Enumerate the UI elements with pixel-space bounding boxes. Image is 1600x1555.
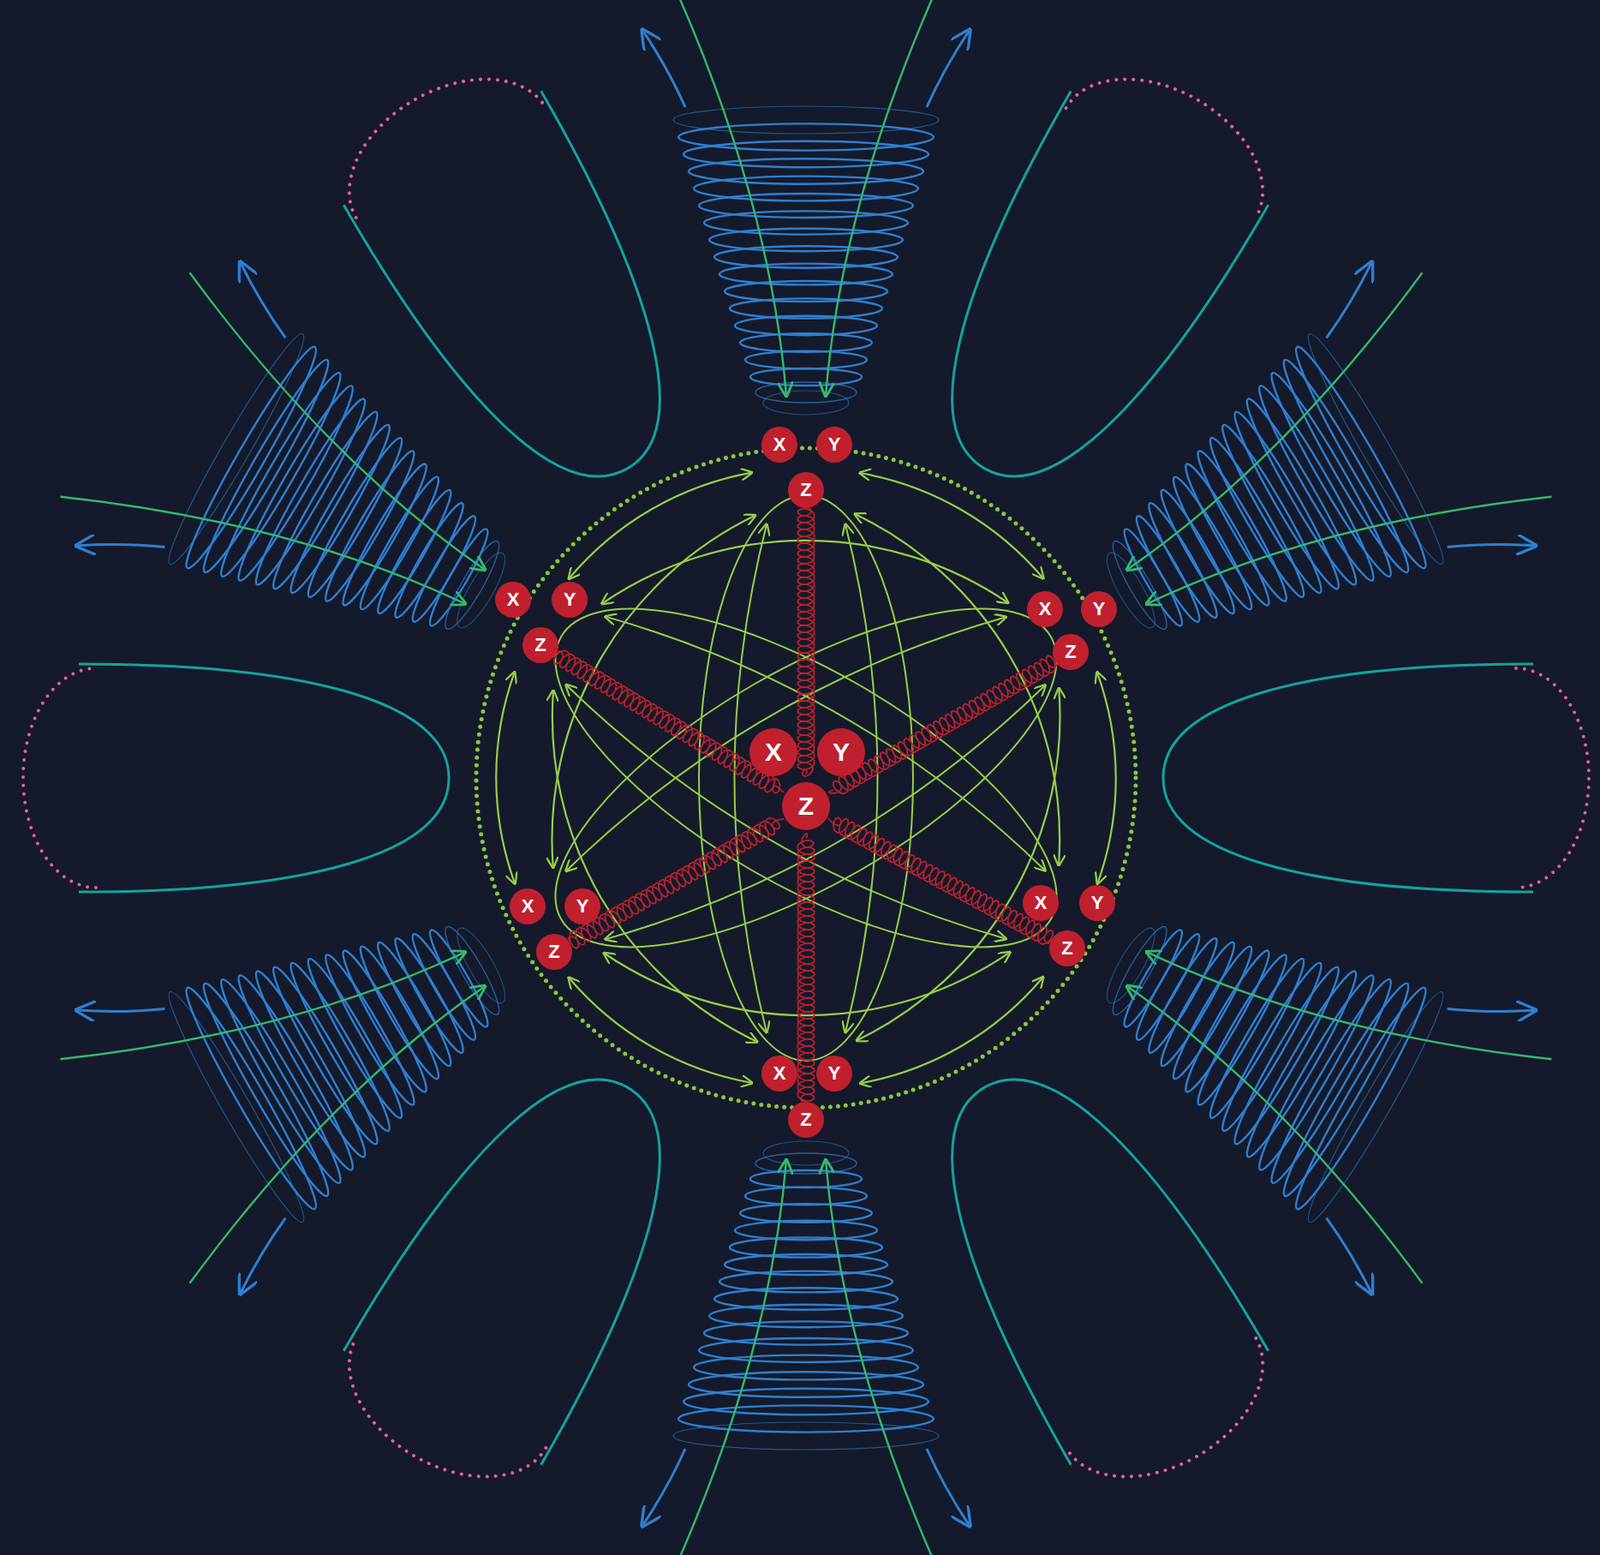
particle-label: X xyxy=(764,739,783,765)
particle-circle: Z xyxy=(1051,632,1090,671)
field-loop xyxy=(1163,663,1589,892)
particle-fill xyxy=(1080,591,1117,627)
meridian xyxy=(507,543,1105,1013)
particle-fill xyxy=(782,782,830,830)
particle-label: Z xyxy=(534,635,546,655)
spring-coil xyxy=(554,650,784,793)
particle-circle: X xyxy=(748,727,799,777)
particle-fill xyxy=(564,888,601,925)
spring-coil xyxy=(567,817,784,949)
particle-fill xyxy=(509,888,546,925)
particle-circle: Y xyxy=(816,727,866,777)
particle-fill xyxy=(1049,930,1086,967)
particle-fill xyxy=(816,1055,853,1092)
field-loop xyxy=(885,42,1296,526)
particle-label: Y xyxy=(832,739,850,765)
particle-label: Z xyxy=(1064,642,1076,662)
field-loop xyxy=(316,1030,727,1513)
particle-circle: X xyxy=(494,580,532,619)
particle-label: X xyxy=(773,435,787,454)
spring-coil xyxy=(798,833,815,1101)
particle-fill xyxy=(522,626,559,663)
field-loop xyxy=(885,1030,1296,1513)
spring-connector xyxy=(567,817,784,949)
ring-arrows xyxy=(754,667,1197,1041)
particle-circle: X xyxy=(760,1054,799,1093)
particle-label: X xyxy=(1034,893,1048,913)
particle-label: Y xyxy=(828,435,842,454)
particle-fill xyxy=(495,581,532,618)
spring-connector xyxy=(828,817,1053,945)
wave-cone xyxy=(1038,817,1570,1314)
particle-label: Z xyxy=(548,942,560,962)
particle-fill xyxy=(1026,591,1063,627)
particle-circle: X xyxy=(1026,590,1064,628)
particle-fill xyxy=(1079,884,1116,921)
spring-connector xyxy=(798,508,815,777)
particle-circle: Y xyxy=(1078,883,1117,922)
particle-label: X xyxy=(507,590,520,609)
ring-arrows xyxy=(415,514,858,889)
particle-fill xyxy=(551,581,588,618)
particle-circle: Z xyxy=(781,781,831,831)
particle-circle: Y xyxy=(815,1054,854,1093)
field-loop xyxy=(316,42,727,526)
particle-label: Y xyxy=(576,896,590,916)
wave-cone xyxy=(1038,243,1570,739)
particle-circle: Y xyxy=(1080,590,1118,628)
particle-circle: X xyxy=(1021,883,1060,922)
particle-label: Z xyxy=(1061,938,1073,958)
particle-fill xyxy=(761,426,798,463)
particle-label: Z xyxy=(800,1110,812,1129)
particle-label: X xyxy=(521,896,535,916)
particle-label: Y xyxy=(563,590,577,609)
meridian xyxy=(698,495,914,1061)
particle-fill xyxy=(788,1101,824,1138)
dotted-sphere xyxy=(476,447,1136,1108)
spring-connector xyxy=(798,833,815,1101)
spring-connector xyxy=(554,650,784,793)
particle-label: Z xyxy=(800,480,812,500)
particle-circle: Z xyxy=(787,471,825,509)
wave-cone xyxy=(42,817,574,1314)
particle-circle: Y xyxy=(815,425,854,464)
spring-coil xyxy=(829,655,1057,794)
particle-fill xyxy=(1022,884,1059,921)
particle-label: Y xyxy=(1092,599,1106,619)
spring-connector xyxy=(829,655,1057,794)
particle-circle: X xyxy=(760,425,799,464)
particle-fill xyxy=(761,1055,798,1092)
particle-circle: Z xyxy=(521,626,560,664)
particle-circle: Z xyxy=(535,932,574,971)
spring-coil xyxy=(798,508,815,777)
particle-fill xyxy=(536,933,573,970)
meridian xyxy=(507,543,1105,1013)
particle-fill xyxy=(749,728,798,777)
ring-arrows xyxy=(566,405,1009,780)
particle-circle: X xyxy=(508,887,547,926)
particle-label: X xyxy=(773,1063,787,1083)
particle-fill xyxy=(1052,633,1089,670)
wave-cone xyxy=(642,0,970,415)
particle-label: Y xyxy=(828,1063,842,1083)
wave-cone xyxy=(42,243,574,739)
ring-arrows xyxy=(603,776,1046,1150)
particle-label: Y xyxy=(1091,893,1105,913)
particle-circle: Z xyxy=(1048,929,1087,968)
particle-fill xyxy=(816,426,853,463)
particle-circle: Y xyxy=(563,887,602,926)
particle-label: Z xyxy=(798,793,814,819)
spring-coil xyxy=(828,817,1053,945)
particle-fill xyxy=(788,471,824,508)
wave-cone xyxy=(642,1140,970,1555)
particle-circle: Z xyxy=(787,1100,825,1139)
particle-fill xyxy=(817,728,866,777)
particle-label: X xyxy=(1038,599,1052,619)
field-loop xyxy=(23,663,449,892)
particle-circle: Y xyxy=(550,580,589,619)
